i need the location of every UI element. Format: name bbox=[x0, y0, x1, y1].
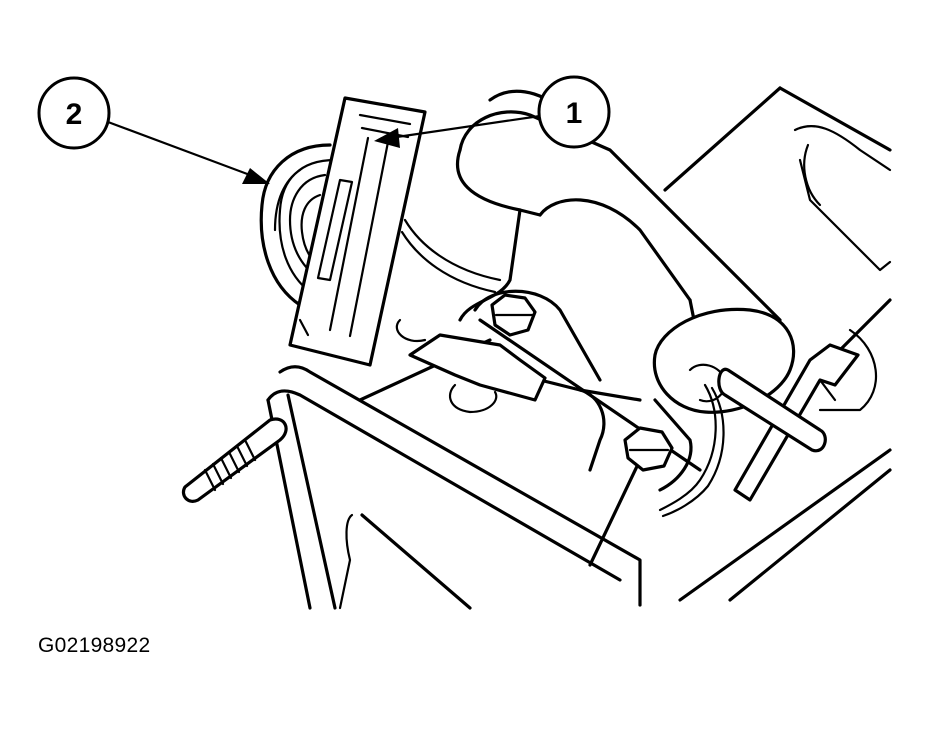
lower-bolt bbox=[623, 426, 674, 472]
threaded-stud bbox=[181, 417, 288, 503]
wire-harness bbox=[259, 143, 502, 307]
electrical-connector bbox=[288, 96, 427, 367]
callout-1: 1 bbox=[537, 75, 611, 149]
upper-bolt bbox=[490, 293, 537, 337]
rear-wire bbox=[658, 383, 725, 518]
figure-id: G02198922 bbox=[38, 634, 151, 657]
leader-line-2 bbox=[106, 120, 270, 184]
actuator-body bbox=[455, 89, 796, 492]
linkage-arm bbox=[717, 343, 860, 502]
callout-1-label: 1 bbox=[566, 97, 583, 130]
mounting-tab bbox=[395, 318, 547, 414]
callout-2: 2 bbox=[37, 76, 111, 150]
callout-2-label: 2 bbox=[66, 98, 83, 131]
leader-line-1 bbox=[374, 114, 542, 148]
